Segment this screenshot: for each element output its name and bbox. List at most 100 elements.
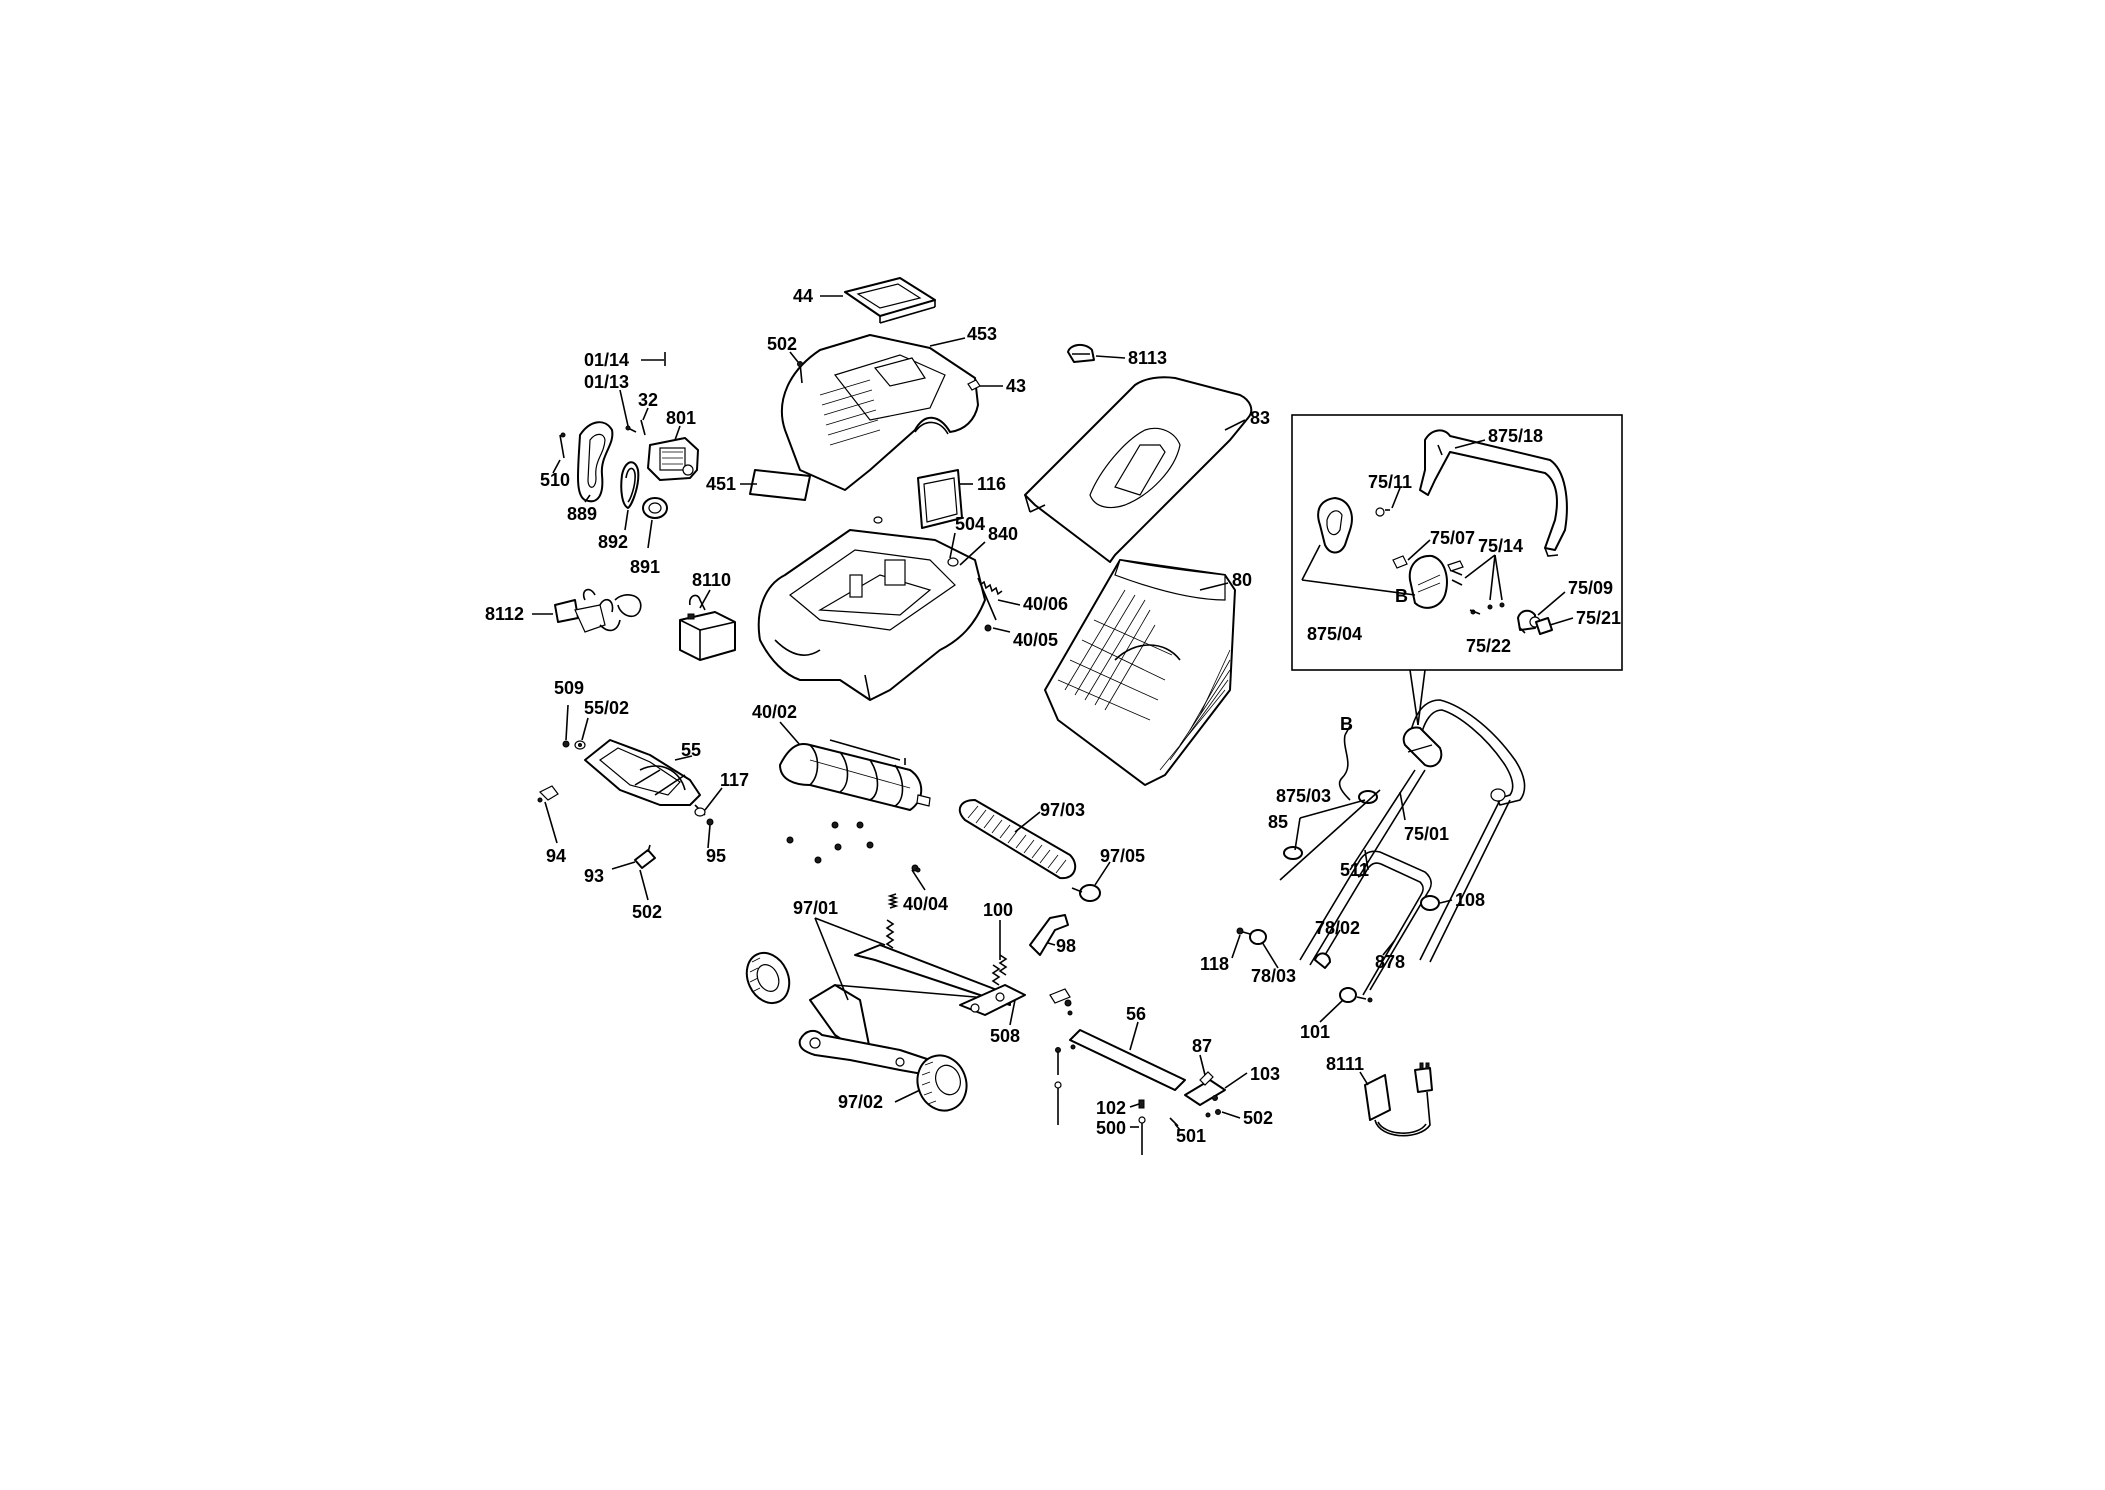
label-511: 511 bbox=[1340, 860, 1369, 880]
label-510: 510 bbox=[540, 470, 570, 490]
label-40-04: 40/04 bbox=[903, 894, 948, 914]
label-75-14: 75/14 bbox=[1478, 536, 1523, 556]
part-wheel-upper bbox=[745, 951, 791, 1005]
part-504-washer bbox=[873, 516, 959, 567]
part-55-deflector bbox=[584, 739, 701, 806]
part-118-screw bbox=[1236, 927, 1251, 935]
label-8113: 8113 bbox=[1128, 348, 1167, 368]
part-lower-chassis bbox=[757, 529, 986, 701]
label-75-21: 75/21 bbox=[1576, 608, 1621, 628]
label-01-14: 01/14 bbox=[584, 350, 629, 370]
part-500-bolt bbox=[1054, 1081, 1146, 1155]
part-9702-wheel bbox=[916, 1054, 968, 1112]
label-891: 891 bbox=[630, 557, 660, 577]
label-875-18: 875/18 bbox=[1488, 426, 1543, 446]
part-510-pin bbox=[559, 432, 566, 459]
part-7802-clamp bbox=[1314, 952, 1331, 969]
label-453: 453 bbox=[967, 324, 997, 344]
label-8111: 8111 bbox=[1326, 1054, 1364, 1074]
label-40-06: 40/06 bbox=[1023, 594, 1068, 614]
label-889: 889 bbox=[567, 504, 597, 524]
label-118: 118 bbox=[1200, 954, 1229, 974]
part-453-upper-housing bbox=[780, 334, 979, 491]
part-32-screw bbox=[640, 419, 646, 436]
label-101: 101 bbox=[1300, 1022, 1330, 1042]
leader-lines bbox=[532, 295, 1574, 1131]
part-83-grass-box-lid bbox=[1024, 376, 1253, 563]
label-83: 83 bbox=[1250, 408, 1270, 428]
label-8110: 8110 bbox=[692, 570, 731, 590]
part-4005-pin bbox=[984, 624, 992, 632]
part-878-lower-handle bbox=[1299, 850, 1432, 996]
label-56: 56 bbox=[1126, 1004, 1146, 1024]
label-892: 892 bbox=[598, 532, 628, 552]
part-100-spring bbox=[998, 954, 1008, 976]
label-504: 504 bbox=[955, 514, 985, 534]
label-103: 103 bbox=[1250, 1064, 1280, 1084]
label-94: 94 bbox=[546, 846, 566, 866]
part-8112-switch-unit bbox=[554, 588, 642, 633]
label-43: 43 bbox=[1006, 376, 1026, 396]
label-78-03: 78/03 bbox=[1251, 966, 1296, 986]
part-4006-spring bbox=[977, 577, 1003, 621]
part-502-screw bbox=[797, 361, 803, 384]
label-85: 85 bbox=[1268, 812, 1288, 832]
part-4004-spring bbox=[887, 867, 921, 909]
label-78-02: 78/02 bbox=[1315, 918, 1360, 938]
part-85-clip bbox=[1283, 790, 1378, 860]
part-117-screw bbox=[694, 804, 706, 817]
label-502-right: 502 bbox=[1243, 1108, 1273, 1128]
part-5502-washer bbox=[574, 740, 586, 750]
part-80-grass-box bbox=[1044, 559, 1236, 786]
label-451: 451 bbox=[706, 474, 736, 494]
part-8110-battery bbox=[679, 594, 736, 661]
label-97-02: 97/02 bbox=[838, 1092, 883, 1112]
part-9705-end-cap bbox=[1071, 884, 1101, 902]
label-501: 501 bbox=[1176, 1126, 1206, 1146]
part-451-label-plate bbox=[749, 469, 811, 501]
label-97-01: 97/01 bbox=[793, 898, 838, 918]
part-0113-screw bbox=[625, 425, 637, 433]
label-97-03: 97/03 bbox=[1040, 800, 1085, 820]
label-75-01: 75/01 bbox=[1404, 824, 1449, 844]
part-87-hinge-bracket bbox=[1184, 1071, 1226, 1106]
label-55-02: 55/02 bbox=[584, 698, 629, 718]
label-32: 32 bbox=[638, 390, 658, 410]
inset-handle-detail-box bbox=[1291, 414, 1623, 671]
part-56-rear-flap-bar bbox=[1069, 1029, 1186, 1091]
label-100: 100 bbox=[983, 900, 1013, 920]
label-108: 108 bbox=[1455, 890, 1485, 910]
label-95: 95 bbox=[706, 846, 726, 866]
label-93: 93 bbox=[584, 866, 604, 886]
part-101-knob bbox=[1339, 987, 1373, 1003]
label-98: 98 bbox=[1056, 936, 1076, 956]
part-98-height-lever bbox=[1029, 914, 1069, 956]
part-95-nut bbox=[706, 818, 714, 826]
label-102: 102 bbox=[1096, 1098, 1126, 1118]
part-103-screw bbox=[1212, 1095, 1218, 1101]
part-889-belt-cover bbox=[576, 421, 614, 503]
label-44: 44 bbox=[793, 286, 813, 306]
label-97-05: 97/05 bbox=[1100, 846, 1145, 866]
part-502-screw-c bbox=[1205, 1109, 1221, 1118]
label-b-inset: B bbox=[1395, 586, 1408, 606]
label-840: 840 bbox=[988, 524, 1018, 544]
label-875-03: 875/03 bbox=[1276, 786, 1331, 806]
label-87: 87 bbox=[1192, 1036, 1212, 1056]
part-509-nut bbox=[562, 740, 570, 748]
label-878: 878 bbox=[1375, 952, 1405, 972]
part-number-labels: 44 453 502 43 8113 01/14 01/13 32 801 51… bbox=[485, 286, 1621, 1146]
part-9703-roller bbox=[958, 799, 1077, 880]
label-75-09: 75/09 bbox=[1568, 578, 1613, 598]
part-501-pin bbox=[1169, 1117, 1179, 1127]
label-502-top: 502 bbox=[767, 334, 797, 354]
label-8112: 8112 bbox=[485, 604, 524, 624]
label-01-13: 01/13 bbox=[584, 372, 629, 392]
part-8111-charger bbox=[1364, 1062, 1433, 1137]
label-75-22: 75/22 bbox=[1466, 636, 1511, 656]
part-102-spacer bbox=[1055, 1047, 1061, 1075]
label-116: 116 bbox=[977, 474, 1006, 494]
inset-pointer bbox=[1409, 669, 1426, 726]
